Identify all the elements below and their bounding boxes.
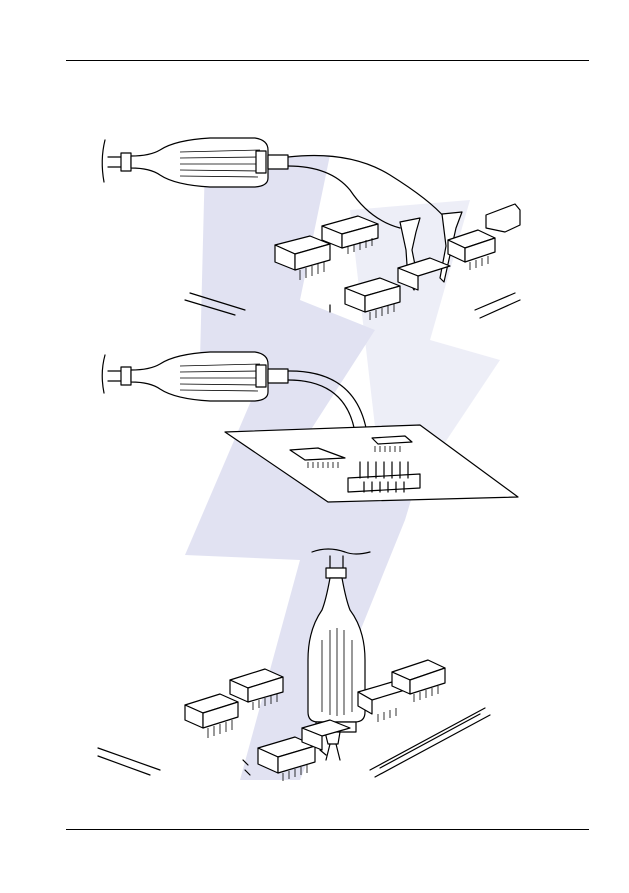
probe-tip-on-smd-component — [0, 0, 629, 893]
